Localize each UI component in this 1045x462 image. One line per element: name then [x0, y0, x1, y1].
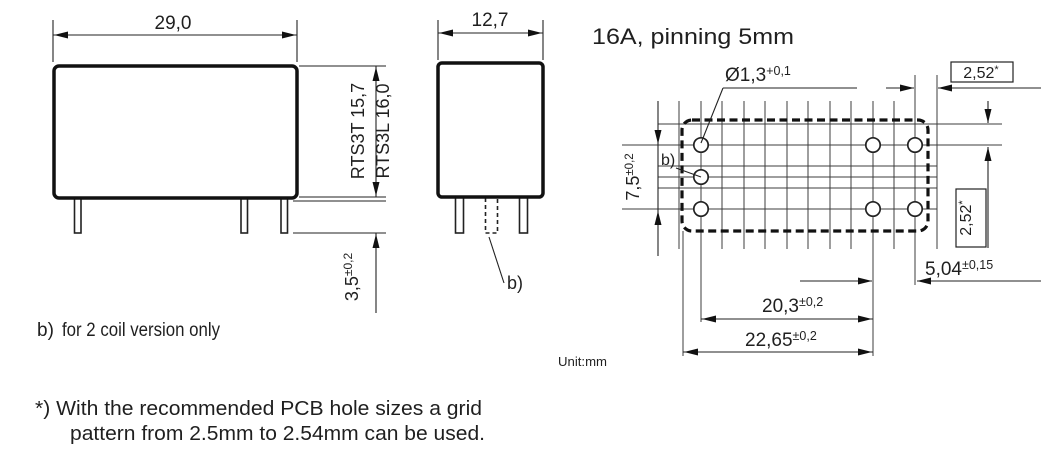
dim-height-rts3: RTS3T 15,7 RTS3L 16,0: [299, 65, 393, 198]
hole: [864, 136, 882, 154]
dim-row-pitch-label: 7,5±0,2: [623, 153, 643, 200]
pcb-view: 16A, pinning 5mm Ø1,3+0,1: [592, 24, 1041, 356]
grid-note-line2: pattern from 2.5mm to 2.54mm can be used…: [70, 423, 485, 445]
dim-height-rts3l-label: RTS3L 16,0: [373, 83, 393, 178]
notes: b) for 2 coil version only Unit:mm *) Wi…: [35, 320, 607, 445]
dim-width-29: 29,0: [52, 13, 298, 62]
relay-body-outline: [52, 64, 299, 200]
front-view: 29,0 RTS3T 15,7 RTS3L 16,0 3,5±0,2: [52, 13, 393, 313]
dim-grid-pitch-v: 2,52*: [955, 101, 992, 248]
dim-grid-pitch-h-label: 2,52*: [963, 64, 999, 82]
hole: [864, 200, 882, 218]
dim-contact-pitch-label: 5,04±0,15: [925, 258, 993, 280]
hole: [692, 136, 710, 154]
side-view: 12,7 b): [436, 10, 545, 293]
dim-pin-length: 3,5±0,2: [293, 200, 386, 313]
dim-grid-pitch-h: 2,52*: [886, 61, 1041, 92]
pcb-view-title: 16A, pinning 5mm: [592, 24, 794, 49]
dim-hole-diameter-label: Ø1,3+0,1: [725, 64, 791, 86]
coil-pin-dashed: [484, 196, 499, 234]
dim-row-pitch: 7,5±0,2: [623, 101, 662, 256]
dim-overall-pitch-label: 22,65±0,2: [745, 329, 817, 351]
hole: [906, 200, 924, 218]
side-view-pins: [454, 196, 529, 234]
dim-overall-pitch: 22,65±0,2: [683, 329, 873, 356]
coil-hole-ref-label: b): [661, 152, 675, 169]
dim-width-127: 12,7: [437, 10, 544, 60]
pcb-grid: [622, 75, 1002, 356]
dim-coil-contact-pitch: 20,3±0,2: [701, 295, 873, 323]
dim-contact-pitch: 5,04±0,15: [800, 258, 1041, 285]
dim-grid-pitch-v-label: 2,52*: [957, 200, 975, 236]
coil-note-text: for 2 coil version only: [62, 320, 220, 341]
dim-width-127-label: 12,7: [472, 10, 509, 31]
front-view-pins: [73, 197, 289, 234]
relay-body-side-outline: [436, 61, 545, 199]
coil-pin-callout: b): [488, 236, 523, 293]
hole: [906, 136, 924, 154]
hole: [692, 200, 710, 218]
dim-height-rts3t-label: RTS3T 15,7: [348, 83, 368, 179]
dim-hole-diameter: Ø1,3+0,1: [700, 64, 857, 144]
pcb-holes: [692, 136, 924, 218]
relay-footprint-dashed-outline: [680, 118, 930, 233]
grid-note-line1: *) With the recommended PCB hole sizes a…: [35, 398, 482, 420]
coil-note-ref: b): [37, 320, 54, 341]
unit-label: Unit:mm: [558, 355, 607, 369]
coil-pin-ref-label: b): [507, 273, 523, 293]
coil-hole-callout: b): [661, 152, 702, 178]
dim-coil-contact-pitch-label: 20,3±0,2: [762, 295, 823, 317]
dim-width-29-label: 29,0: [155, 13, 192, 34]
dim-pin-length-label: 3,5±0,2: [341, 253, 362, 302]
